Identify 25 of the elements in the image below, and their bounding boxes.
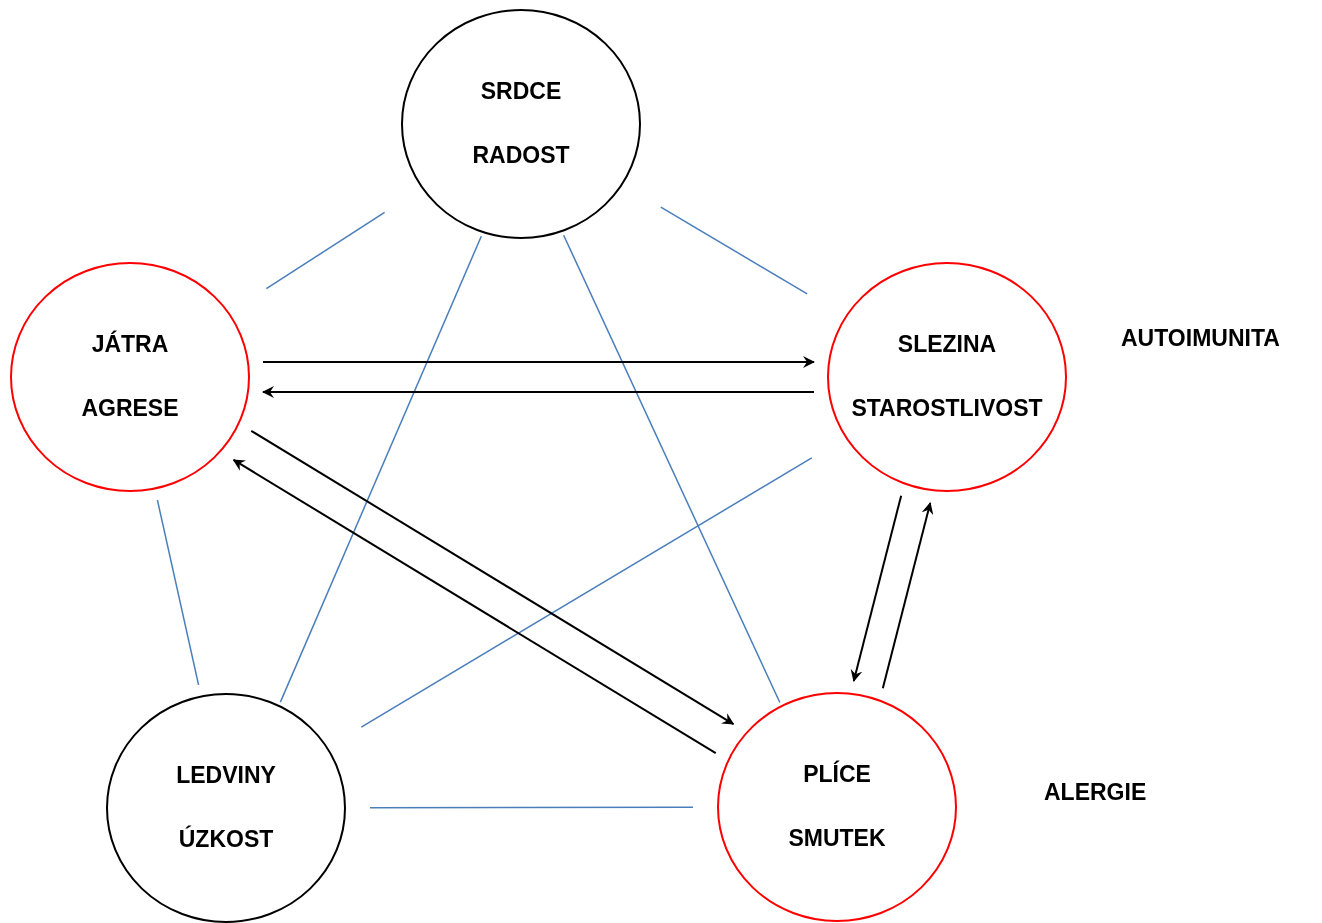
arrow [262, 356, 815, 368]
arrow [262, 386, 815, 398]
node-label: STAROSTLIVOST [850, 395, 1044, 422]
arrow [850, 494, 903, 682]
node-label: SMUTEK [787, 825, 887, 852]
connector-line [562, 234, 781, 704]
node-label: PLÍCE [802, 761, 872, 788]
node-label: ÚZKOST [177, 826, 275, 853]
node-label: AGRESE [80, 395, 180, 422]
connector-line [279, 235, 483, 703]
side-label: AUTOIMUNITA [1121, 325, 1280, 352]
arrow [250, 429, 735, 726]
side-label: ALERGIE [1044, 779, 1147, 806]
arrow [881, 502, 934, 690]
node-label: RADOST [471, 142, 571, 169]
connector-line [265, 211, 386, 290]
connector-line [156, 499, 200, 686]
node-label: SRDCE [479, 78, 563, 105]
connector-line [660, 206, 808, 295]
node-label: JÁTRA [90, 331, 170, 358]
arrow [232, 458, 717, 755]
connector-line [360, 457, 813, 728]
connector-line [369, 806, 694, 809]
node-label: LEDVINY [175, 762, 277, 789]
node-label: SLEZINA [896, 331, 998, 358]
